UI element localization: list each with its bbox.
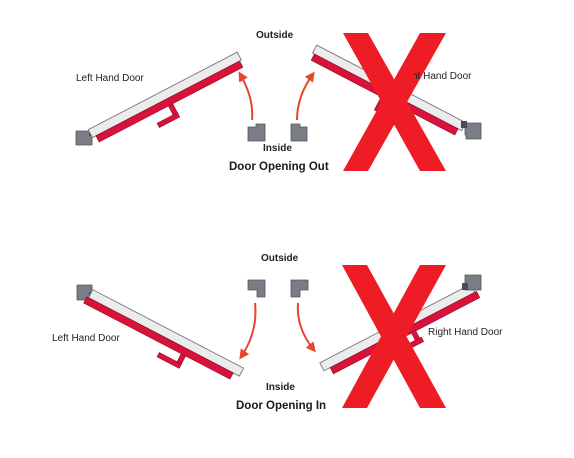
right-frame-stop-icon [290, 123, 308, 142]
diagram-opening-out [75, 33, 482, 171]
right-swing-arrow-icon [296, 302, 316, 353]
diagram-opening-in [76, 265, 482, 408]
x-cross-icon [343, 33, 446, 171]
left-hand-door-label: Left Hand Door [52, 333, 120, 344]
left-hand-door-label: Left Hand Door [76, 73, 144, 84]
diagram-heading: Door Opening Out [229, 161, 329, 173]
left-swing-arrow-icon [238, 71, 254, 121]
left-hand-door-out [87, 51, 244, 143]
diagram-heading: Door Opening In [236, 400, 327, 412]
left-hand-door-in [83, 289, 245, 380]
right-hinge-icon [461, 121, 482, 140]
left-frame-stop-icon [247, 279, 266, 298]
outside-label: Outside [256, 30, 294, 41]
outside-label: Outside [261, 253, 299, 264]
inside-label: Inside [263, 143, 292, 154]
right-swing-arrow-icon [296, 71, 315, 121]
inside-label: Inside [266, 382, 295, 393]
right-hand-door-label: Right Hand Door [428, 327, 503, 338]
x-cross-icon [342, 265, 446, 408]
right-hinge-icon [462, 274, 482, 291]
left-swing-arrow-icon [239, 302, 257, 360]
right-frame-stop-icon [290, 279, 309, 298]
left-frame-stop-icon [247, 123, 266, 142]
right-hand-door-label: Right Hand Door [397, 71, 472, 82]
